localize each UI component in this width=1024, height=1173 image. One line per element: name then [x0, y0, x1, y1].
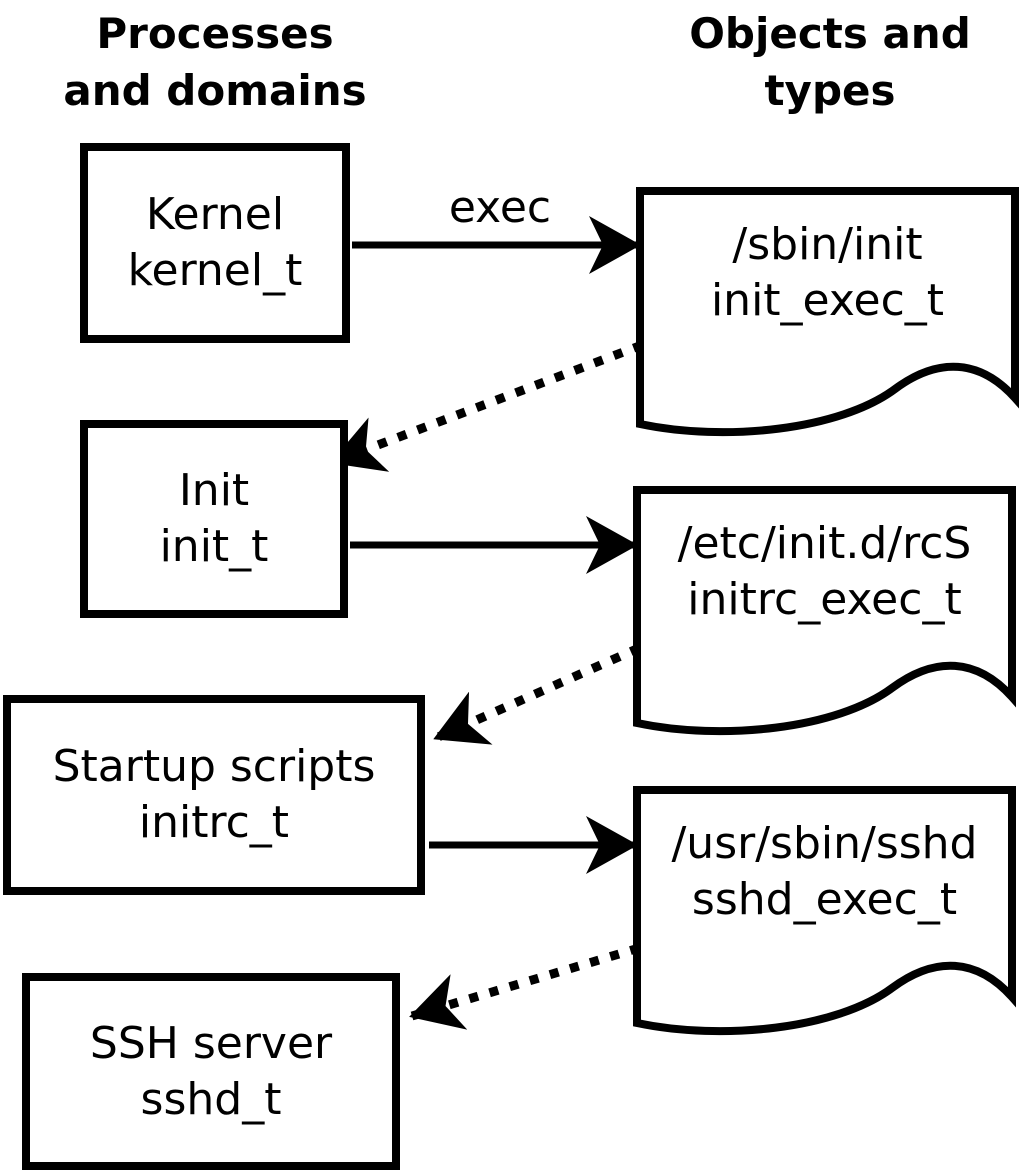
transition-arrow-to-sshd — [409, 943, 641, 1030]
header-line: and domains — [63, 66, 367, 115]
process-name: Startup scripts — [52, 741, 376, 792]
exec-arrow-label: exec — [448, 182, 552, 233]
object-type: init_exec_t — [710, 275, 945, 326]
column-header-objects-and-types: Objects and types — [638, 5, 1022, 119]
transition-arrow-to-initrc — [433, 643, 641, 745]
object-label-etc-initd-rcs: /etc/init.d/rcS initrc_exec_t — [637, 516, 1012, 628]
object-path: /etc/init.d/rcS — [677, 518, 972, 569]
transition-arrow-to-init — [330, 340, 644, 472]
process-name: Init — [178, 465, 250, 516]
process-domain-type: sshd_t — [140, 1073, 282, 1125]
object-path: /usr/sbin/sshd — [671, 818, 978, 869]
process-box-ssh-server: SSH server sshd_t — [22, 973, 400, 1170]
process-box-kernel: Kernel kernel_t — [80, 143, 350, 343]
process-domain-type: initrc_t — [138, 797, 290, 848]
process-name: SSH server — [89, 1017, 333, 1069]
object-label-sbin-init: /sbin/init init_exec_t — [640, 217, 1015, 329]
process-domain-type: init_t — [159, 521, 269, 572]
column-header-processes-and-domains: Processes and domains — [0, 5, 430, 119]
process-box-startup-scripts: Startup scripts initrc_t — [3, 695, 425, 895]
document-shape-etc-initd-rcs — [633, 486, 1016, 736]
object-type: sshd_exec_t — [691, 874, 958, 925]
process-name: Kernel — [145, 189, 285, 240]
object-label-usr-sbin-sshd: /usr/sbin/sshd sshd_exec_t — [637, 816, 1012, 928]
process-box-init: Init init_t — [80, 420, 348, 618]
header-line: Processes — [96, 9, 334, 58]
process-domain-type: kernel_t — [127, 245, 303, 296]
document-shape-sbin-init — [636, 187, 1019, 437]
document-shape-usr-sbin-sshd — [633, 786, 1016, 1036]
header-line: types — [764, 66, 896, 115]
object-type: initrc_exec_t — [687, 574, 962, 625]
header-line: Objects and — [689, 9, 971, 58]
object-path: /sbin/init — [732, 219, 923, 270]
